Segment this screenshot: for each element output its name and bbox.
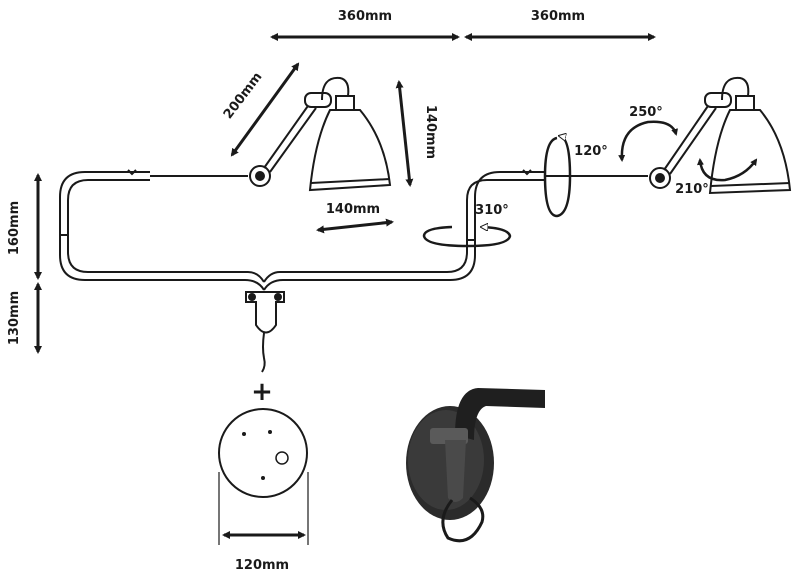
label-rotation-310: 310° — [475, 203, 509, 218]
label-height-lower: 130mm — [7, 291, 22, 345]
left-shade — [308, 109, 392, 192]
left-lamp — [249, 76, 392, 192]
label-rotation-120: 120° — [574, 144, 608, 159]
right-head-hinge — [704, 92, 732, 108]
label-arm-left: 360mm — [338, 9, 392, 24]
rotation-250-icon — [618, 120, 678, 162]
wall-mount-photo — [406, 388, 545, 543]
label-shade-height: 140mm — [423, 105, 438, 159]
plus-sign: + — [251, 377, 273, 407]
right-lamp — [649, 76, 792, 195]
dimension-labels: 360mm 360mm 200mm 140mm 140mm 160mm 130m… — [7, 9, 585, 573]
rotation-210-icon — [696, 158, 758, 182]
label-height-upper: 160mm — [7, 201, 22, 255]
rotation-indicators — [422, 120, 758, 248]
label-upper-arm: 200mm — [221, 70, 266, 122]
main-arm-tube — [59, 169, 648, 291]
left-head-hinge — [304, 92, 332, 108]
label-rotation-250: 250° — [629, 105, 663, 120]
dimension-lines — [34, 33, 656, 539]
label-arm-right: 360mm — [531, 9, 585, 24]
angle-labels: 310° 120° 250° 210° — [475, 105, 709, 218]
dim-shade-height-arrow — [395, 80, 414, 187]
base-extension-lines — [218, 472, 309, 545]
label-base-diameter: 120mm — [235, 558, 289, 573]
right-shade — [708, 109, 792, 195]
wall-mount-bracket — [245, 291, 285, 373]
base-plate-drawing — [218, 408, 308, 498]
rotation-310-icon — [422, 227, 512, 248]
label-shade-width: 140mm — [326, 202, 380, 217]
dim-shade-width-arrow — [316, 218, 394, 234]
rotation-120-icon — [543, 136, 572, 218]
dim-upper-arm-arrow — [230, 62, 300, 157]
label-rotation-210: 210° — [675, 182, 709, 197]
